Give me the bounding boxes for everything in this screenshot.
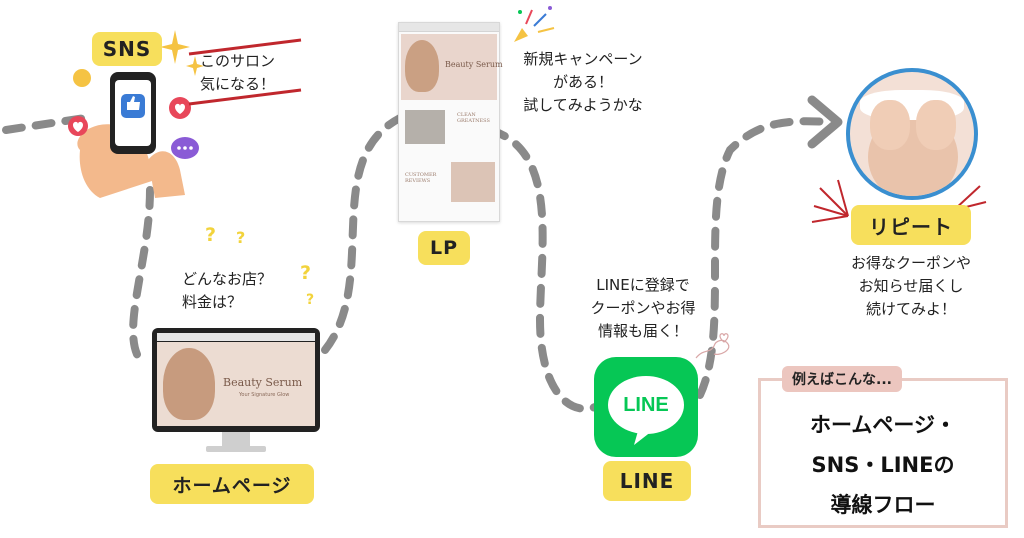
repeat-label: リピート — [851, 205, 971, 245]
lp-label: LP — [418, 231, 470, 265]
heart-doodle-icon — [695, 333, 730, 359]
sns-illustration — [60, 30, 210, 200]
monitor: Beauty Serum Your Signature Glow — [152, 328, 320, 432]
homepage-screen: Beauty Serum Your Signature Glow — [157, 342, 315, 426]
line-label: LINE — [603, 461, 691, 501]
question-mark-icon: ? — [236, 228, 246, 247]
sns-label: SNS — [92, 32, 162, 66]
example-box-line: SNS・LINEの — [811, 453, 955, 477]
monitor-stand — [222, 432, 250, 446]
sns-thought: このサロン 気になる！ — [200, 52, 276, 93]
example-box: ホームページ・ SNS・LINEの 導線フロー — [758, 378, 1008, 528]
example-box-line: ホームページ・ — [810, 413, 956, 437]
celebration-icon — [514, 6, 555, 42]
lp-thought: 新規キャンペーン がある！ 試してみようかな — [523, 50, 643, 114]
question-mark-icon: ? — [306, 292, 315, 308]
question-mark-icon: ? — [300, 262, 312, 284]
question-mark-icon: ? — [205, 224, 217, 246]
line-app-icon: LINE — [594, 357, 698, 457]
repeat-thought: お得なクーポンや お知らせ届くし 続けてみよ！ — [850, 254, 971, 318]
product-photo — [405, 110, 445, 144]
monitor-base — [206, 446, 266, 452]
example-box-line: 導線フロー — [830, 493, 936, 517]
lp-page-mockup: Beauty Serum CLEAN GREATNESS CUSTOMER RE… — [398, 22, 503, 222]
hand-icon — [916, 100, 956, 150]
lp-hero: Beauty Serum — [401, 34, 503, 100]
sparkle-burst-icon — [811, 179, 849, 223]
hand-photo — [451, 162, 495, 202]
emphasis-lines — [188, 38, 302, 106]
example-box-tag: 例えばこんな... — [782, 366, 902, 392]
homepage-label: ホームページ — [150, 464, 314, 504]
hand-icon — [870, 100, 910, 150]
line-thought: LINEに登録で クーポンやお得 情報も届く！ — [590, 276, 696, 340]
model-face-icon — [405, 40, 439, 92]
line-bubble-icon — [608, 376, 684, 445]
homepage-thought: どんなお店？ 料金は？ — [182, 270, 273, 311]
facial-treatment-photo — [846, 68, 978, 200]
hand-holding-phone-icon — [68, 30, 204, 198]
model-face-icon — [163, 348, 215, 420]
